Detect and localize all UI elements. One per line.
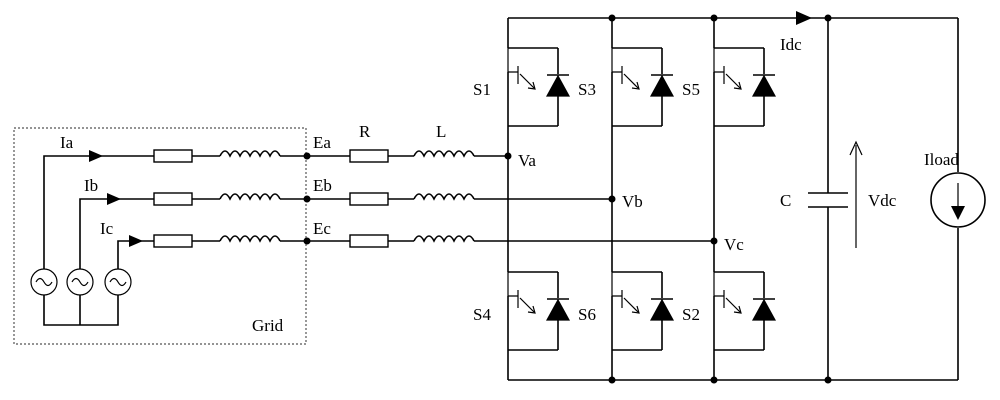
s6-frame: [612, 271, 662, 351]
s5-diode-icon: [751, 74, 777, 97]
s1-emitter-arrow-icon: [527, 81, 536, 90]
s3-label: S3: [578, 80, 596, 99]
s2-frame: [714, 271, 764, 351]
s6-diode-icon: [649, 298, 675, 321]
grid-impedance: [153, 149, 350, 248]
s1-frame: [508, 47, 558, 127]
s1-emitter-line: [519, 73, 535, 89]
s3-emitter-line: [623, 73, 639, 89]
ib-arrow-icon: [107, 193, 121, 205]
s4-emitter-line: [519, 297, 535, 313]
s6-collector: [611, 272, 622, 297]
s1-collector: [507, 48, 518, 73]
idc-arrow-icon: [796, 11, 812, 25]
ia-arrow-icon: [89, 150, 103, 162]
s5-emitter-line: [725, 73, 741, 89]
line-impedance: [349, 149, 475, 248]
ib-label: Ib: [84, 176, 98, 195]
s4-frame: [508, 271, 558, 351]
ic-arrow-icon: [129, 235, 143, 247]
s2-diode-icon: [751, 298, 777, 321]
s4-label: S4: [473, 305, 491, 324]
s6-emitter-line: [623, 297, 639, 313]
idc-label: Idc: [780, 35, 802, 54]
grid-boundary: [13, 127, 307, 345]
s1-diode-icon: [545, 74, 571, 97]
s3-frame: [612, 47, 662, 127]
l-label: L: [436, 122, 446, 141]
s1-label: S1: [473, 80, 491, 99]
va-label: Va: [518, 151, 536, 170]
ec-node: [303, 237, 311, 245]
source-b-icon: [66, 268, 94, 296]
dc-capacitor: [808, 18, 848, 380]
ia-label: Ia: [60, 133, 74, 152]
ec-label: Ec: [313, 219, 331, 238]
s6-label: S6: [578, 305, 596, 324]
ea-node: [303, 152, 311, 160]
phase-c-source-wire: [117, 240, 154, 269]
vc-label: Vc: [724, 235, 744, 254]
vdc-label: Vdc: [868, 191, 897, 210]
s4-collector: [507, 272, 518, 297]
iload-arrow-icon: [951, 206, 965, 220]
s4-diode-icon: [545, 298, 571, 321]
vb-label: Vb: [622, 192, 643, 211]
s3-emitter-arrow-icon: [631, 81, 640, 90]
eb-label: Eb: [313, 176, 332, 195]
s5-frame: [714, 47, 764, 127]
phase-a-source-wire: [43, 155, 154, 269]
s2-collector: [713, 272, 724, 297]
s5-emitter-arrow-icon: [733, 81, 742, 90]
phase-b-source-wire: [79, 198, 154, 269]
source-a-icon: [30, 268, 58, 296]
neutral-wire: [43, 295, 119, 326]
s2-label: S2: [682, 305, 700, 324]
s5-label: S5: [682, 80, 700, 99]
eb-node: [303, 195, 311, 203]
vdc-arrowhead-icon: [849, 140, 863, 156]
s6-emitter-arrow-icon: [631, 305, 640, 314]
ea-label: Ea: [313, 133, 331, 152]
s5-collector: [713, 48, 724, 73]
s3-diode-icon: [649, 74, 675, 97]
s4-emitter-arrow-icon: [527, 305, 536, 314]
c-label: C: [780, 191, 791, 210]
bridge-legs: [507, 18, 777, 380]
load-current-source: [930, 18, 986, 380]
ic-label: Ic: [100, 219, 114, 238]
s3-collector: [611, 48, 622, 73]
r-label: R: [359, 122, 371, 141]
source-c-icon: [104, 268, 132, 296]
grid-label: Grid: [252, 316, 284, 335]
s2-emitter-line: [725, 297, 741, 313]
s2-emitter-arrow-icon: [733, 305, 742, 314]
iload-label: Iload: [924, 150, 959, 169]
